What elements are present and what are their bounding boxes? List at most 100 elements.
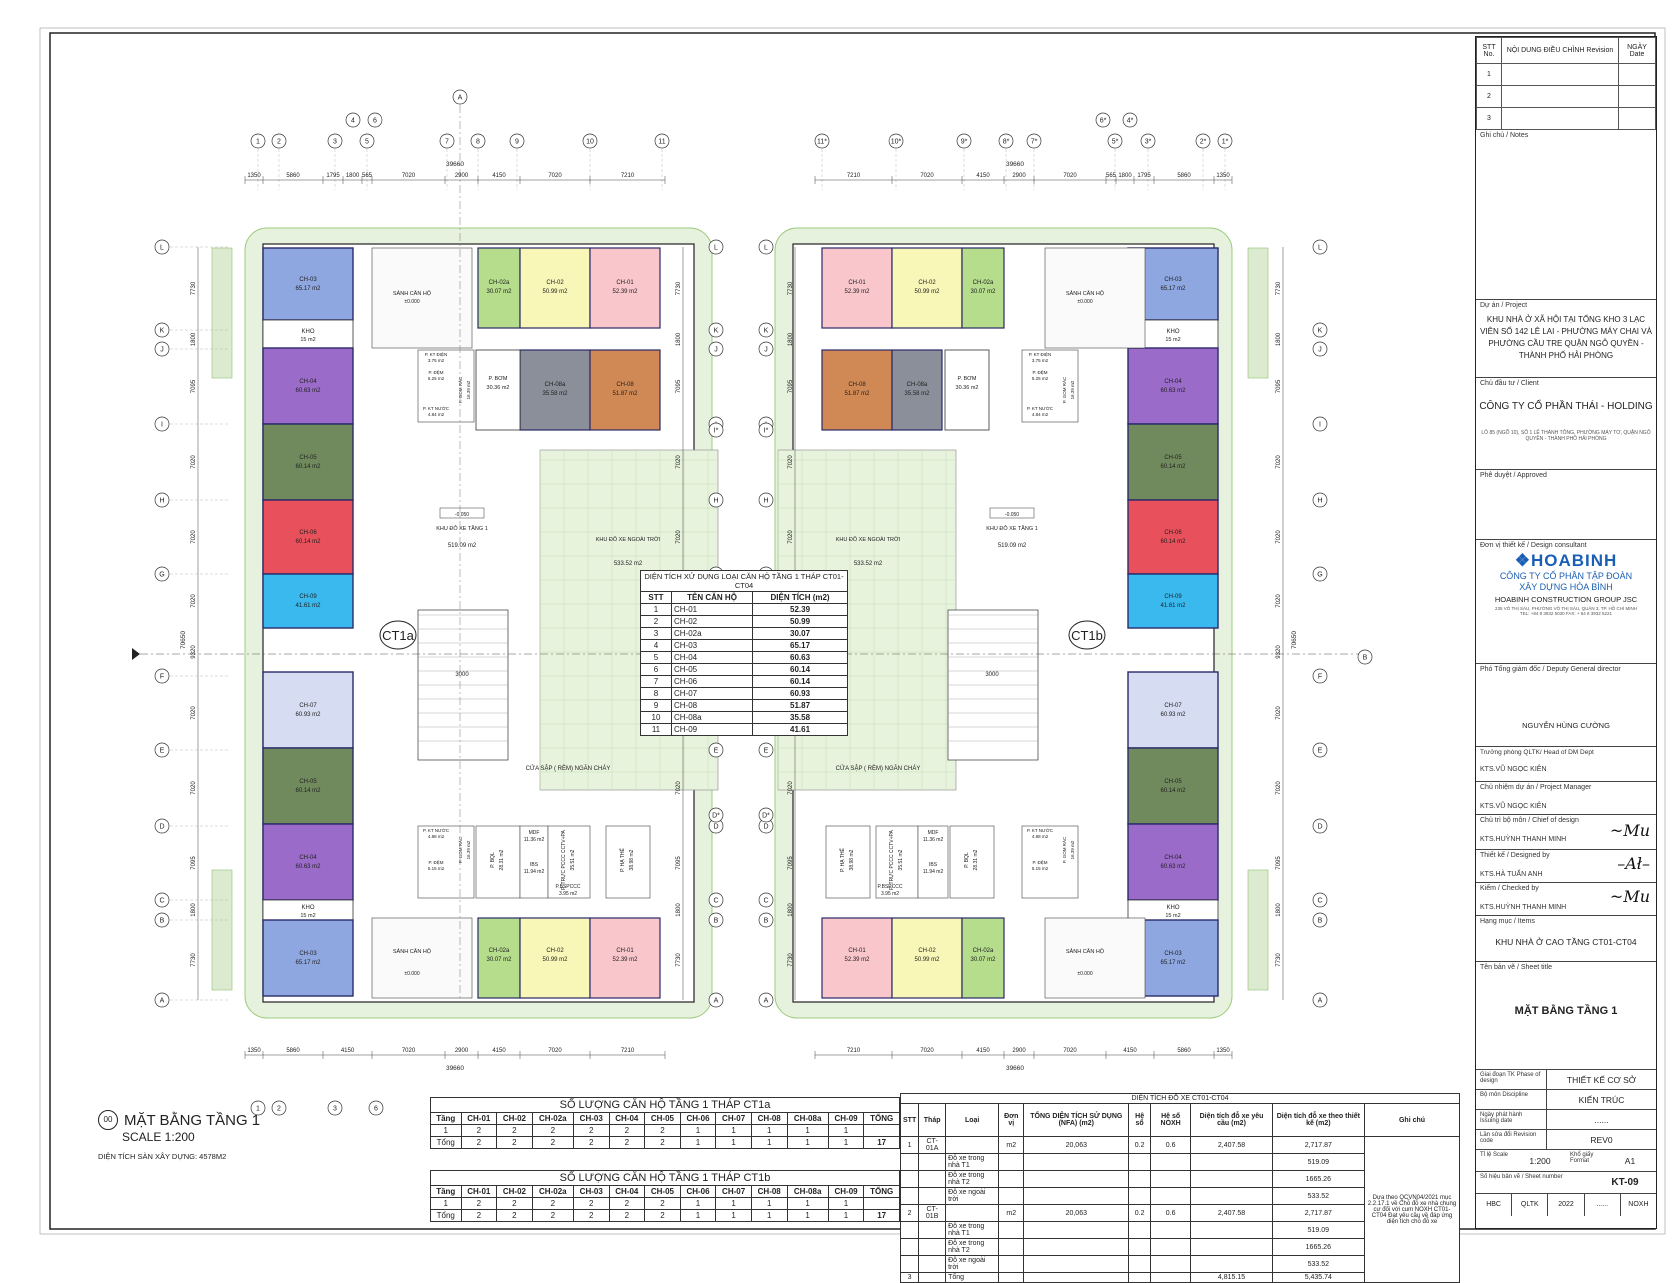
parking-col-header: Hệ số: [1128, 1103, 1151, 1137]
revision-row: 2: [1476, 85, 1656, 108]
grid-col: [470, 133, 486, 149]
technical-room-bql: [475, 825, 521, 899]
count-col-header: Tầng: [430, 1112, 462, 1125]
chief-label: Chủ trì bộ môn / Chief of design: [1480, 817, 1579, 824]
table-cell: 17: [863, 1136, 900, 1149]
grid-row-extra-label: D*: [762, 813, 770, 820]
grid-row: [154, 341, 170, 357]
designer-signature: –Ał–: [1617, 854, 1650, 873]
plan-label: -0.050: [455, 512, 469, 518]
table-cell: 2: [608, 1136, 646, 1149]
table-cell: 65.17: [752, 639, 848, 652]
table-cell: [1128, 1153, 1151, 1171]
plan-label: MDF: [529, 830, 540, 836]
code-cell: HBC: [1476, 1194, 1513, 1216]
apartment-ch05: [262, 747, 354, 825]
grid-col-label: 1*: [1222, 139, 1229, 146]
plan-label: 3.95 m2: [559, 891, 577, 897]
table-cell: [1128, 1187, 1151, 1205]
count-col-header: CH-03: [572, 1185, 610, 1198]
grid-row-label: J: [160, 347, 164, 354]
grid-col-label: 11*: [817, 139, 827, 146]
count-col-header: CH-09: [827, 1185, 865, 1198]
table-cell: [1128, 1170, 1151, 1188]
lobby-hall: [371, 917, 473, 999]
apartment-ch01: [589, 247, 661, 329]
dimension-text: 7020: [676, 455, 682, 469]
dimension-text: 1800: [1276, 903, 1282, 917]
table-cell: 9: [640, 699, 672, 712]
table-cell: [899, 1153, 920, 1171]
grid-col-upper-label: 4*: [1127, 118, 1134, 125]
grid-col: [888, 133, 904, 149]
dimension-text: 565: [1106, 173, 1117, 179]
grid-row: [1312, 668, 1328, 684]
table-cell: 11: [640, 723, 672, 736]
grid-row-label: L: [160, 245, 164, 252]
grid-row-extra-label: I*: [764, 428, 769, 435]
dimension-text: 5860: [286, 1048, 300, 1054]
plan-label: 533.52 m2: [614, 561, 643, 567]
grid-row: [758, 322, 774, 338]
grid-row-label: G: [1317, 572, 1322, 579]
plan-label: SẢNH CĂN HỘ: [1066, 290, 1105, 297]
table-cell: [899, 1187, 920, 1205]
dimension-text: 7730: [676, 281, 682, 295]
table-cell: [863, 1124, 900, 1137]
grid-col-upper: [1095, 112, 1111, 128]
grid-row-label: B: [1318, 918, 1323, 925]
grid-col-label: 5*: [1112, 139, 1119, 146]
plan-label: 30.36 m2: [956, 385, 979, 391]
dimension-text: 7730: [788, 953, 794, 967]
table-cell: [945, 1136, 1000, 1154]
table-cell: [945, 1204, 1000, 1222]
count-col-header: CH-05: [644, 1112, 681, 1125]
table-cell: 2: [460, 1124, 498, 1137]
table-cell: 1: [786, 1197, 829, 1210]
dimension-text: 1795: [326, 173, 340, 179]
plan-label: SẢNH CĂN HỘ: [393, 290, 432, 297]
table-cell: 2: [608, 1209, 646, 1222]
pm-label: Chủ nhiệm dự án / Project Manager: [1480, 784, 1592, 791]
plan-label: ±0.000: [404, 971, 419, 977]
service-core: [417, 825, 475, 899]
plan-label: 16.39 m2: [466, 840, 471, 859]
apartment-area: 50.99 m2: [914, 957, 940, 963]
count-col-header: CH-01: [460, 1185, 498, 1198]
table-cell: 1: [430, 1197, 462, 1210]
grid-row: [708, 492, 724, 508]
apartment-ch01: [821, 917, 893, 999]
plan-label: 38.98 m2: [629, 849, 635, 870]
tower-label: CT1a: [382, 628, 415, 643]
service-core: [1021, 825, 1079, 899]
plan-label: P. HẠ THẾ: [619, 847, 626, 871]
grid-row: [758, 492, 774, 508]
dimension-text: 7020: [402, 1048, 416, 1054]
table-cell: [1023, 1170, 1130, 1188]
apartment-name: CH-08a: [907, 382, 928, 388]
plan-label: 16.39 m2: [466, 380, 471, 399]
count-table-title: SỐ LƯỢNG CĂN HỘ TẦNG 1 THÁP CT1b: [430, 1170, 900, 1186]
dimension-text: 4150: [976, 173, 990, 179]
unit-area-table: DIỆN TÍCH XỬ DỤNG LOẠI CĂN HỘ TẦNG 1 THÁ…: [640, 570, 848, 736]
plan-label: IBS: [530, 862, 539, 868]
grid-row-label: H: [763, 498, 768, 505]
chief-signature: ~Mu: [1609, 821, 1650, 840]
technical-room-hathe: [825, 825, 871, 899]
dimension-text: 1350: [1216, 1048, 1230, 1054]
apartment-name: CH-07: [299, 703, 317, 709]
dimension-text: 1800: [346, 173, 360, 179]
grid-row-label: E: [714, 748, 719, 755]
plan-label: 533.52 m2: [854, 561, 883, 567]
grid-row: [708, 912, 724, 928]
table-cell: 2: [644, 1136, 681, 1149]
apartment-ch04: [1127, 347, 1219, 425]
grid-col: [1140, 133, 1156, 149]
table-cell: [918, 1238, 947, 1256]
table-cell: [1149, 1153, 1192, 1171]
apartment-name: CH-02a: [489, 948, 510, 954]
spec-value: KIẾN TRÚC: [1578, 1095, 1625, 1105]
